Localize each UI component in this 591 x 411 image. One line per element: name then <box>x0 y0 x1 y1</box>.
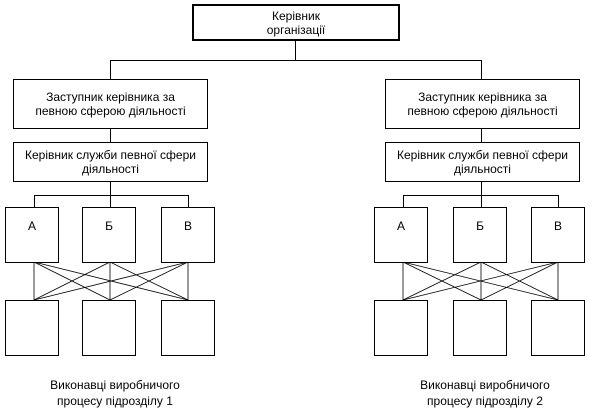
left-unit-b: Б <box>82 207 136 263</box>
right-executor-2 <box>453 300 507 356</box>
right-service-label: Керівник служби певної сфери діяльності <box>397 148 568 176</box>
right-unit-b: Б <box>453 207 507 263</box>
right-unit-c-label: В <box>553 219 562 233</box>
connector-mesh-right <box>402 261 559 301</box>
right-executor-1 <box>374 300 428 356</box>
left-deputy-label: Заступник керівника за певною сферою дія… <box>35 90 186 118</box>
right-deputy-box: Заступник керівника за певною сферою дія… <box>385 79 580 129</box>
left-unit-a: А <box>5 207 59 263</box>
left-unit-c-label: В <box>183 219 192 233</box>
left-service-label: Керівник служби певної сфери діяльності <box>25 148 196 176</box>
right-unit-b-label: Б <box>476 219 484 233</box>
right-unit-c: В <box>531 207 585 263</box>
right-caption: Виконавці виробничого процесу підрозділу… <box>420 378 550 408</box>
left-unit-b-label: Б <box>105 219 113 233</box>
left-executor-3 <box>161 300 215 356</box>
right-executor-3 <box>531 300 585 356</box>
left-service-box: Керівник служби певної сфери діяльності <box>13 142 208 182</box>
left-executor-2 <box>82 300 136 356</box>
left-caption: Виконавці виробничого процесу підрозділу… <box>50 378 180 408</box>
right-service-box: Керівник служби певної сфери діяльності <box>385 142 580 182</box>
left-unit-a-label: А <box>27 219 36 233</box>
left-unit-c: В <box>161 207 215 263</box>
org-head-box: Керівник організації <box>192 4 400 41</box>
right-unit-a: А <box>374 207 428 263</box>
org-head-label: Керівник організації <box>266 8 326 37</box>
left-executor-1 <box>5 300 59 356</box>
right-deputy-label: Заступник керівника за певною сферою дія… <box>407 90 558 118</box>
right-unit-a-label: А <box>396 219 405 233</box>
connector-mesh-left <box>33 261 189 301</box>
left-deputy-box: Заступник керівника за певною сферою дія… <box>13 79 208 129</box>
